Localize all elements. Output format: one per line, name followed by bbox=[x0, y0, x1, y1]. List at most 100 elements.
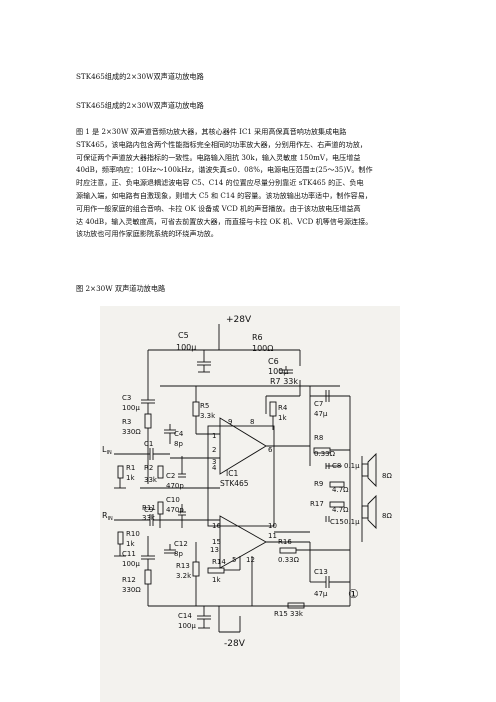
pin-2: 2 bbox=[212, 446, 216, 454]
label-speaker-right: 8Ω bbox=[382, 512, 392, 520]
label-c11: C11 bbox=[122, 550, 136, 558]
pin-5: 5 bbox=[232, 556, 236, 564]
pin-4: 4 bbox=[212, 464, 217, 472]
label-r4: R4 bbox=[278, 404, 288, 412]
label-c3: C3 bbox=[122, 394, 131, 402]
label-c6-value: 100μ bbox=[268, 367, 288, 376]
label-r11: R11 bbox=[142, 504, 156, 512]
paragraph-line: 可用作一般家庭的组合音响、卡拉 OK 设备或 VCD 机的声音播放。由于该功放电… bbox=[76, 203, 361, 213]
paragraph-line: STK465，该电路内包含两个性能指标完全相同的功率放大器，分别用作左、右声道的… bbox=[76, 139, 367, 149]
label-c10: C10 bbox=[166, 496, 180, 504]
label-r12-value: 330Ω bbox=[122, 586, 141, 594]
pin-10: 10 bbox=[268, 522, 277, 530]
label-r2: R2 bbox=[144, 464, 153, 472]
label-r9-value: 4.7Ω bbox=[332, 486, 349, 494]
paragraph-line: 源输入端，如电路有自激现象，则增大 C5 和 C14 的容量。该功放输出功率适中… bbox=[76, 190, 372, 200]
label-r17-value: 4.7Ω bbox=[332, 506, 349, 514]
label-r4-value: 1k bbox=[278, 414, 287, 422]
label-r2-value: 33k bbox=[144, 476, 158, 484]
label-r16: R16 bbox=[278, 538, 292, 546]
label-r3-value: 330Ω bbox=[122, 428, 141, 436]
pin-12: 12 bbox=[246, 556, 255, 564]
label-c12: C12 bbox=[174, 540, 188, 548]
label-c13-value: 47μ bbox=[314, 590, 328, 598]
pin-1: 1 bbox=[212, 432, 216, 440]
label-r3: R3 bbox=[122, 418, 131, 426]
paragraph-line: 时应注意，正、负电源退耦滤波电容 C5、C14 的位置应尽量分别靠近 sTK46… bbox=[76, 178, 364, 188]
label-r1: R1 bbox=[126, 464, 135, 472]
label-c8: C8 bbox=[332, 462, 341, 470]
circuit-schematic: +28V -28V C5 100μ R6 100Ω C6 100μ R7 33k… bbox=[100, 306, 400, 702]
label-input-left: LIN bbox=[102, 445, 112, 456]
label-c5: C5 bbox=[178, 331, 189, 340]
body-paragraph: 图 1 是 2×30W 双声道音频功放大器，其核心器件 IC1 采用高保真音响功… bbox=[76, 126, 420, 241]
label-r8-value: 0.33Ω bbox=[314, 450, 336, 458]
label-c7: C7 bbox=[314, 400, 323, 408]
label-r5-value: 3.3k bbox=[200, 412, 216, 420]
label-r9: R9 bbox=[314, 480, 323, 488]
label-r13-value: 3.2k bbox=[176, 572, 192, 580]
label-r6-value: 100Ω bbox=[252, 344, 273, 353]
paragraph-line: 可保证两个声道放大器指标的一致性。电路输入阻抗 30k，输入灵敏度 150mV，… bbox=[76, 152, 361, 162]
label-r10: R10 bbox=[126, 530, 140, 538]
label-c14: C14 bbox=[178, 612, 192, 620]
label-r7: R7 33k bbox=[270, 377, 298, 386]
label-c5-value: 100μ bbox=[176, 343, 196, 352]
label-r13: R13 bbox=[176, 562, 190, 570]
label-c2-value: 470p bbox=[166, 482, 184, 490]
label-c12-value: 8p bbox=[174, 550, 183, 558]
label-r16-value: 0.33Ω bbox=[278, 556, 300, 564]
label-r12: R12 bbox=[122, 576, 136, 584]
schematic-wires bbox=[114, 324, 377, 633]
label-c7-value: 47μ bbox=[314, 410, 328, 418]
pin-13: 13 bbox=[210, 546, 219, 554]
label-r17: R17 bbox=[310, 500, 324, 508]
pin-15: 15 bbox=[212, 538, 221, 546]
schematic-labels: +28V -28V C5 100μ R6 100Ω C6 100μ R7 33k… bbox=[102, 315, 392, 649]
label-c6: C6 bbox=[268, 357, 279, 366]
schematic-drawing: +28V -28V C5 100μ R6 100Ω C6 100μ R7 33k… bbox=[102, 315, 392, 649]
label-c14-value: 100μ bbox=[178, 622, 196, 630]
label-r5: R5 bbox=[200, 402, 209, 410]
label-r8: R8 bbox=[314, 434, 323, 442]
label-c10-value: 470p bbox=[166, 506, 184, 514]
label-c3-value: 100μ bbox=[122, 404, 140, 412]
label-c11-value: 100μ bbox=[122, 560, 140, 568]
pin-11: 11 bbox=[268, 532, 277, 540]
paragraph-line: 图 1 是 2×30W 双声道音频功放大器，其核心器件 IC1 采用高保真音响功… bbox=[76, 127, 347, 136]
supply-negative-label: -28V bbox=[224, 639, 246, 649]
pin-8: 8 bbox=[250, 418, 254, 426]
label-r15: R15 33k bbox=[274, 610, 304, 618]
pin-6: 6 bbox=[268, 446, 273, 454]
figure-number: ① bbox=[348, 587, 359, 601]
paragraph-line: 该功放也可用作家庭影院系统的环绕声功放。 bbox=[76, 229, 218, 239]
label-r6: R6 bbox=[252, 333, 263, 342]
label-c2: C2 bbox=[166, 472, 175, 480]
label-r14-value: 1k bbox=[212, 576, 221, 584]
pin-9: 9 bbox=[228, 418, 232, 426]
pin-3: 3 bbox=[212, 458, 216, 466]
page-title: STK465组成的2×30W双声道功放电路 bbox=[76, 72, 204, 81]
label-c4-value: 8p bbox=[174, 440, 183, 448]
label-ic-part: STK465 bbox=[220, 479, 249, 488]
paragraph-line: 达 40dB，输入灵敏度高，可省去前置放大器，而直接与卡拉 OK 机、VCD 机… bbox=[76, 216, 373, 226]
label-r1-value: 1k bbox=[126, 474, 135, 482]
label-r10-value: 1k bbox=[126, 540, 135, 548]
label-c4: C4 bbox=[174, 430, 184, 438]
label-c15-value: 0.1μ bbox=[344, 518, 360, 526]
label-r11-value: 33k bbox=[142, 514, 156, 522]
supply-positive-label: +28V bbox=[226, 315, 252, 325]
label-ic-ref: IC1 bbox=[226, 469, 238, 478]
label-c9: C9 bbox=[144, 506, 153, 514]
label-c13: C13 bbox=[314, 568, 328, 576]
label-c15: C15 bbox=[330, 518, 344, 526]
article-heading: STK465组成的2×30W双声道功放电路 bbox=[76, 101, 204, 110]
label-input-right: RIN bbox=[102, 511, 113, 522]
label-c8-value: 0.1μ bbox=[344, 462, 360, 470]
paragraph-line: 40dB，频率响应：10Hz～100kHz，谐波失真≤0．08%，电源电压范围±… bbox=[76, 165, 373, 175]
label-c1: C1 bbox=[144, 440, 153, 448]
figure-caption: 图 2×30W 双声道功放电路 bbox=[76, 284, 166, 293]
label-r14: R14 bbox=[212, 558, 226, 566]
label-speaker-left: 8Ω bbox=[382, 472, 392, 480]
pin-16: 16 bbox=[212, 522, 221, 530]
